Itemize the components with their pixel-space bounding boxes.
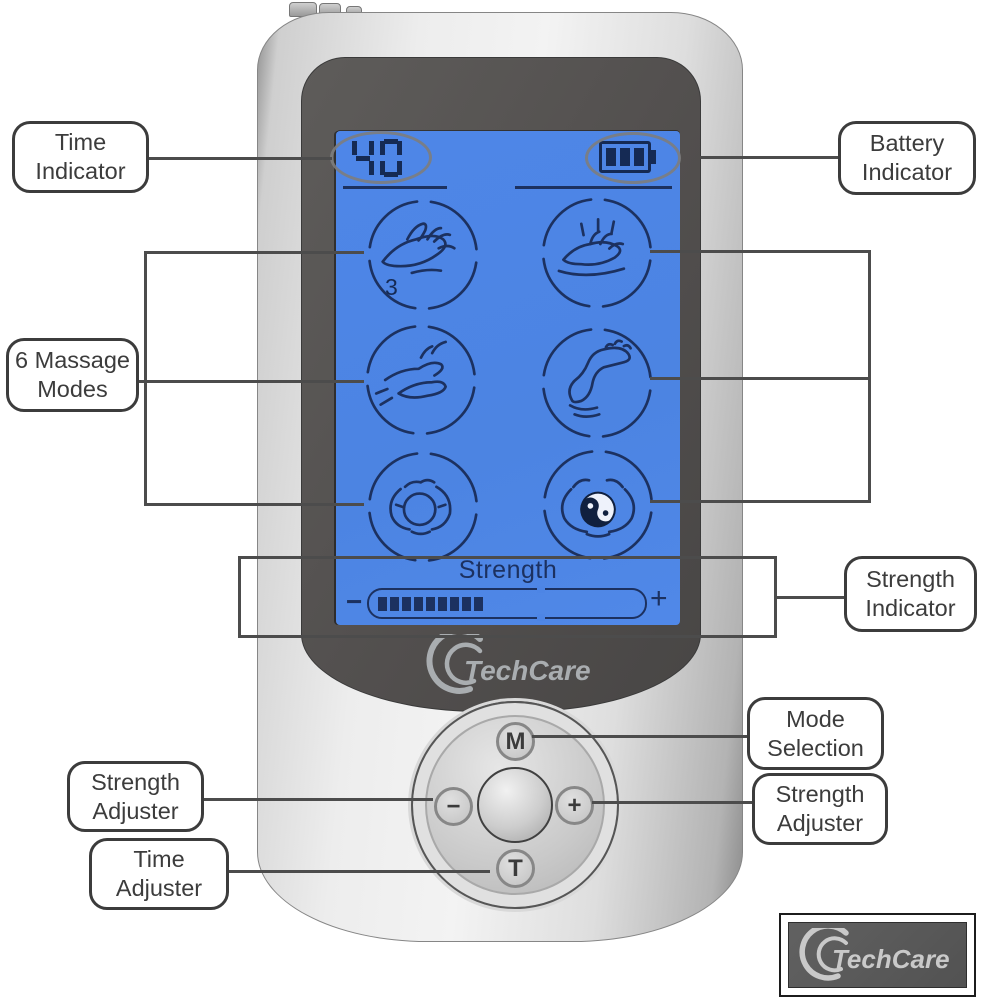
footer-brand-box: TechCare bbox=[779, 913, 976, 997]
callout-strength-adjuster-left: Strength Adjuster bbox=[67, 761, 204, 832]
battery-indicator-line bbox=[700, 156, 838, 159]
mode-row1-line-left bbox=[145, 251, 364, 254]
strength-bar-gap-bottom bbox=[537, 614, 545, 621]
screen-divider-right bbox=[515, 186, 672, 189]
mode-icon-cupping bbox=[367, 451, 479, 563]
strength-plus-button[interactable]: + bbox=[555, 786, 594, 825]
strength-indicator-rect bbox=[238, 556, 777, 638]
techcare-footer-text: TechCare bbox=[832, 944, 950, 974]
mode-icon-rubbing bbox=[365, 324, 477, 436]
mode-selection-line bbox=[532, 735, 747, 738]
control-pad: M − + T bbox=[411, 701, 619, 909]
mode-row2-line-right bbox=[650, 377, 871, 380]
strength-adjuster-left-line bbox=[203, 798, 433, 801]
strength-adjuster-right-line bbox=[592, 801, 752, 804]
callout-battery-indicator: Battery Indicator bbox=[838, 121, 976, 195]
strength-bar-gap-top bbox=[537, 586, 545, 593]
mode-button[interactable]: M bbox=[496, 722, 535, 761]
time-indicator-ellipse bbox=[330, 131, 432, 184]
callout-time-adjuster: Time Adjuster bbox=[89, 838, 229, 910]
footer-brand-inner: TechCare bbox=[788, 922, 967, 988]
strength-minus-button[interactable]: − bbox=[434, 787, 473, 826]
mode-row3-line-right bbox=[650, 500, 871, 503]
strength-plus-glyph: + bbox=[650, 582, 668, 615]
battery-indicator-ellipse bbox=[585, 132, 681, 184]
mode-icon-acupressure bbox=[541, 197, 653, 309]
mode-bracket-right bbox=[868, 250, 871, 503]
techcare-logo-on-device: TechCare bbox=[426, 634, 591, 694]
callout-mode-selection: Mode Selection bbox=[747, 697, 884, 770]
strength-label: Strength bbox=[458, 556, 558, 584]
strength-bar bbox=[367, 586, 647, 621]
center-button[interactable] bbox=[477, 767, 553, 843]
mode-bracket-left bbox=[144, 251, 147, 506]
screen-divider-left bbox=[343, 186, 447, 189]
techcare-footer-logo: TechCare bbox=[798, 928, 950, 981]
strength-indicator-line bbox=[777, 596, 844, 599]
mode-number-badge: 3 bbox=[385, 274, 398, 300]
mode-icon-kneading: 3 bbox=[367, 199, 479, 311]
time-indicator-line bbox=[148, 157, 332, 160]
callout-time-indicator: Time Indicator bbox=[12, 121, 149, 193]
techcare-logo-text: TechCare bbox=[464, 655, 591, 686]
mode-row3-line-left bbox=[145, 503, 364, 506]
lcd-screen: 3 bbox=[336, 131, 680, 625]
time-adjuster-line bbox=[228, 870, 490, 873]
time-button[interactable]: T bbox=[496, 849, 535, 888]
mode-icon-foot-massage bbox=[541, 327, 653, 439]
strength-minus-glyph: − bbox=[346, 586, 363, 617]
mode-row1-line-right bbox=[650, 250, 871, 253]
callout-massage-modes: 6 Massage Modes bbox=[6, 338, 139, 412]
callout-strength-adjuster-right: Strength Adjuster bbox=[752, 773, 888, 845]
mode-icon-yin-yang bbox=[542, 449, 654, 561]
mode-row2-line-left bbox=[138, 380, 364, 383]
callout-strength-indicator: Strength Indicator bbox=[844, 556, 977, 632]
